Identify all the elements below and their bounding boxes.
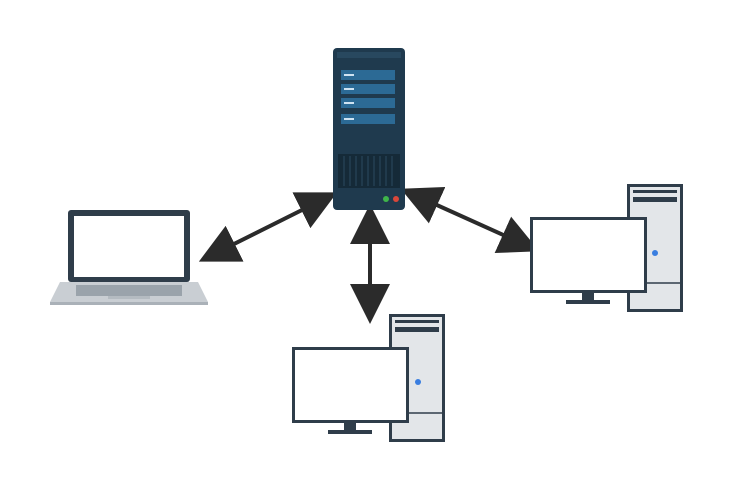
server-icon (333, 48, 405, 210)
arrow-server-desktop-right (400, 186, 540, 254)
server-light-green (383, 196, 389, 202)
desktop-right-icon (530, 184, 683, 312)
laptop-icon (50, 210, 208, 305)
server-light-red (393, 196, 399, 202)
connections (198, 186, 540, 324)
desktop-bottom-icon (292, 314, 445, 442)
arrow-server-laptop (198, 192, 338, 262)
